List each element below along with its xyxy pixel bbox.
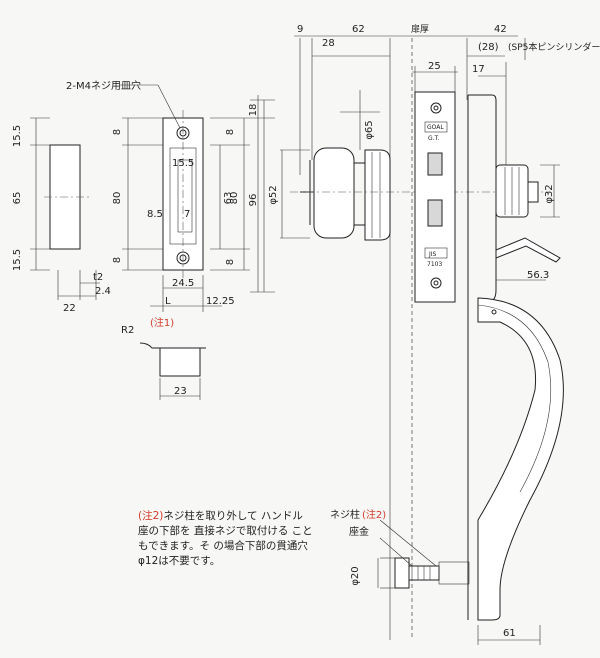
dim-7: 7 bbox=[184, 209, 190, 220]
label-screw-post-note: (注2) bbox=[362, 508, 386, 521]
note1-tag: (注1) bbox=[150, 316, 174, 329]
dim-28-paren: (28) bbox=[478, 42, 499, 53]
plate-mark1: G.T. bbox=[428, 135, 440, 142]
dim-L: L bbox=[165, 296, 171, 307]
dim-42: 42 bbox=[494, 24, 507, 35]
dim-56-3: 56.3 bbox=[527, 270, 549, 281]
dim-8-c: 8 bbox=[225, 129, 236, 135]
dim-t2: t2 bbox=[93, 272, 103, 283]
dim-12-25: 12.25 bbox=[206, 296, 235, 307]
label-screw-post: ネジ柱 bbox=[330, 508, 360, 521]
handle-view bbox=[377, 62, 564, 645]
dim-15-5-bottom: 15.5 bbox=[12, 249, 23, 271]
dim-96: 96 bbox=[248, 194, 259, 207]
label-door-thickness: 扉厚 bbox=[411, 23, 429, 35]
dim-80-b: 80 bbox=[229, 192, 240, 205]
dim-23: 23 bbox=[174, 386, 187, 397]
box-strike-view bbox=[139, 342, 206, 400]
dim-63: 63 bbox=[223, 192, 234, 205]
dim-phi65: φ65 bbox=[364, 120, 375, 139]
label-seat-plate: 座金 bbox=[349, 525, 369, 538]
plate-mark2: 7103 bbox=[427, 261, 442, 268]
dim-28: 28 bbox=[322, 38, 335, 49]
label-sp5-pin: (SP5本ピンシリンダー) bbox=[508, 41, 600, 53]
dim-9: 9 bbox=[297, 24, 303, 35]
dim-18: 18 bbox=[248, 104, 259, 117]
dim-8-5: 8.5 bbox=[147, 209, 163, 220]
knob-view bbox=[250, 35, 550, 640]
dim-15-5-inner: 15.5 bbox=[172, 158, 194, 169]
strike-side-view bbox=[30, 117, 100, 300]
label-screw-hole: 2-M4ネジ用皿穴 bbox=[66, 79, 141, 92]
dim-62: 62 bbox=[352, 24, 365, 35]
label-R2: R2 bbox=[121, 325, 134, 336]
lock-faceplate bbox=[412, 66, 458, 303]
dim-22: 22 bbox=[63, 303, 76, 314]
note-2: (注2)ネジ柱を取り外して ハンドル座の下部を 直接ネジで取付ける こともできま… bbox=[138, 509, 313, 569]
dim-25: 25 bbox=[428, 61, 441, 72]
dim-8-b: 8 bbox=[112, 257, 123, 263]
dim-15-5-top: 15.5 bbox=[12, 125, 23, 147]
dim-2-4: 2.4 bbox=[95, 286, 111, 297]
dim-65: 65 bbox=[12, 192, 23, 205]
dim-61: 61 bbox=[503, 628, 516, 639]
note-2-body: ネジ柱を取り外して ハンドル座の下部を 直接ネジで取付ける こともできます。そ … bbox=[138, 510, 313, 567]
dim-phi20: φ20 bbox=[350, 566, 361, 585]
dim-24-5: 24.5 bbox=[172, 278, 194, 289]
dim-phi32: φ32 bbox=[544, 184, 555, 203]
dim-phi52: φ52 bbox=[268, 185, 279, 204]
strike-front-view bbox=[120, 84, 250, 312]
plate-goal: GOAL bbox=[427, 124, 444, 131]
dim-8-d: 8 bbox=[225, 259, 236, 265]
dim-17: 17 bbox=[472, 64, 485, 75]
dim-8-a: 8 bbox=[112, 129, 123, 135]
dim-80-a: 80 bbox=[112, 192, 123, 205]
plate-jis: JIS bbox=[428, 251, 437, 258]
note-2-tag: (注2) bbox=[138, 510, 164, 522]
